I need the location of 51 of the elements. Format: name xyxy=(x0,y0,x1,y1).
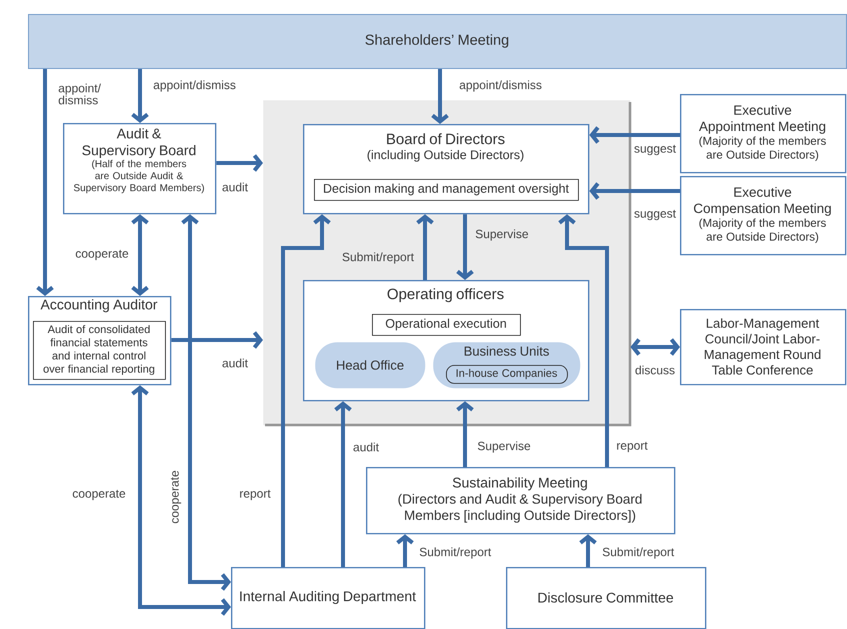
tag-outline: In-house Companies xyxy=(446,365,568,384)
edge-label: audit xyxy=(222,182,248,192)
org-box: Labor-Management Council/Joint Labor-Management Round Table Conference xyxy=(680,309,846,386)
arrow xyxy=(131,214,149,296)
arrow xyxy=(131,385,231,616)
edge-label: suggest xyxy=(634,144,676,156)
edge-label: report xyxy=(617,442,648,452)
org-box: Executive Appointment Meeting (Majority of the members are Outside Directors) xyxy=(680,94,846,174)
arrow xyxy=(181,214,231,591)
arrow xyxy=(131,69,149,123)
edge-label: report xyxy=(240,490,271,500)
arrow xyxy=(281,214,331,567)
edge-label: cooperate xyxy=(72,490,126,500)
edge-label: audit xyxy=(222,358,248,368)
arrow xyxy=(558,214,609,467)
edge-label: suggest xyxy=(634,210,676,220)
arrow xyxy=(431,69,449,124)
org-box: Executive Compensation Meeting (Majority of the members are Outside Directors) xyxy=(680,176,846,256)
header-band: Shareholders’ Meeting xyxy=(28,14,847,69)
edge-label: appoint/dismiss xyxy=(460,80,542,92)
edge-label: discuss xyxy=(636,366,675,374)
arrow xyxy=(579,534,597,567)
arrow xyxy=(630,338,680,356)
arrow xyxy=(334,401,352,567)
arrow xyxy=(216,154,263,172)
arrow xyxy=(589,126,680,144)
role-box: Decision making and management oversight xyxy=(314,179,579,201)
org-box: Disclosure Committee xyxy=(506,567,706,629)
edge-label: appoint/ dismiss xyxy=(58,84,101,104)
edge-label: cooperate xyxy=(170,470,182,524)
org-box: Sustainability Meeting (Directors and Audit & Supervisory Board Members [including Outside Directors]) xyxy=(366,467,676,534)
role-box: Audit of consolidated financial statements and internal control over financial reporting xyxy=(33,321,166,380)
edge-label: Supervise xyxy=(478,441,530,453)
edge-label: Supervise xyxy=(476,229,528,241)
edge-label: Submit/report xyxy=(342,252,414,264)
org-box: Audit & Supervisory Board (Half of the members are Outside Audit & Supervisory Board Members) xyxy=(63,123,216,214)
edge-label: Submit/report xyxy=(420,547,492,559)
role-box: Operational execution xyxy=(372,314,521,336)
edge-label: audit xyxy=(354,442,379,452)
arrow xyxy=(396,534,414,567)
edge-label: Submit/report xyxy=(602,547,674,559)
org-box: Internal Auditing Department xyxy=(231,567,426,629)
arrow xyxy=(36,69,54,296)
arrow xyxy=(456,214,474,280)
unit-pill: Head Office xyxy=(315,342,426,388)
arrow xyxy=(589,182,680,200)
arrow xyxy=(456,401,474,467)
arrow xyxy=(416,214,434,280)
edge-label: appoint/dismiss xyxy=(154,80,236,92)
edge-label: cooperate xyxy=(76,250,128,260)
arrow xyxy=(171,331,263,349)
